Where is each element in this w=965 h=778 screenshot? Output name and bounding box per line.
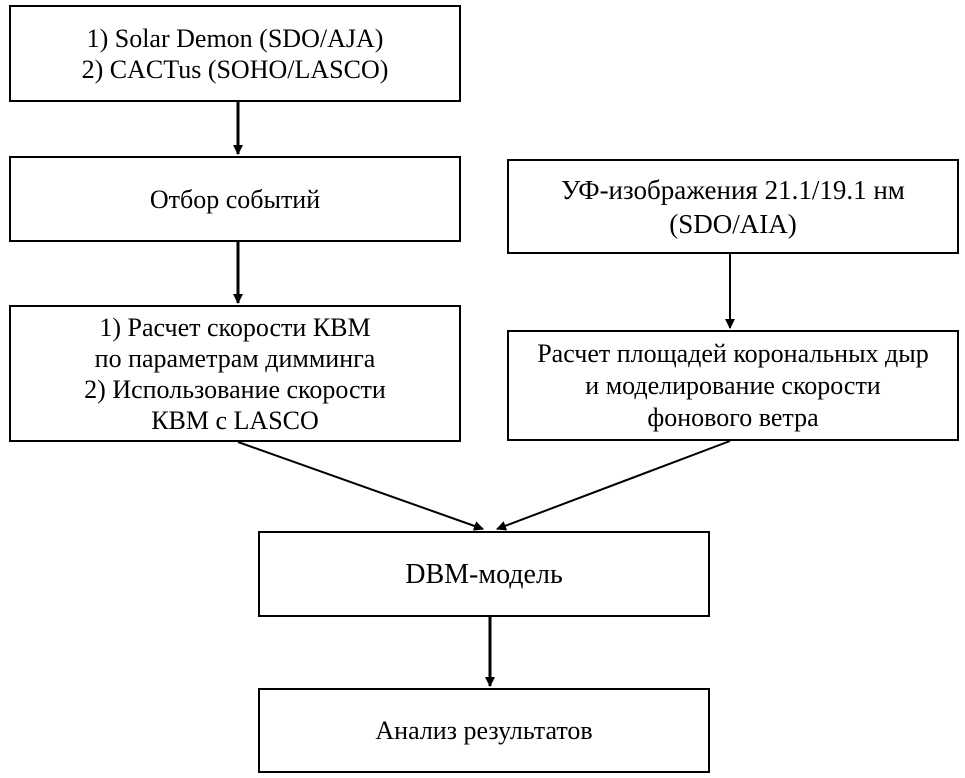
cme-speed-line-3: 2) Использование скорости [84,374,386,404]
coronal-holes-line-2: и моделирование скорости [585,370,881,400]
coronal-holes-line-1: Расчет площадей корональных дыр [537,338,929,368]
cme-speed-line-1: 1) Расчет скорости КВМ [99,312,371,342]
dbm-model-label: DBM-модель [405,558,563,590]
cme-speed-line-4: КВМ с LASCO [151,405,319,435]
arrow-coronal-holes-to-dbm [496,440,731,531]
sources-box: 1) Solar Demon (SDO/AJA) 2) CACTus (SOHO… [9,5,461,102]
dbm-model-box: DBM-модель [258,531,710,617]
euv-images-line-2: (SDO/AIA) [669,208,797,239]
cme-speed-line-2: по параметрам димминга [94,343,376,373]
sources-line-1: 1) Solar Demon (SDO/AJA) [86,23,384,53]
cme-speed-box: 1) Расчет скорости КВМ по параметрам дим… [9,305,461,442]
results-analysis-label: Анализ результатов [375,716,593,745]
event-selection-box: Отбор событий [9,156,461,242]
coronal-holes-line-3: фонового ветра [647,402,819,432]
sources-line-2: 2) CACTus (SOHO/LASCO) [81,54,389,84]
arrow-cme-speed-to-dbm [237,441,484,531]
coronal-holes-box: Расчет площадей корональных дыр и модели… [507,330,959,441]
results-analysis-box: Анализ результатов [258,688,710,773]
euv-images-line-1: УФ-изображения 21.1/19.1 нм [561,174,905,205]
event-selection-label: Отбор событий [149,184,321,214]
euv-images-box: УФ-изображения 21.1/19.1 нм (SDO/AIA) [507,159,959,254]
